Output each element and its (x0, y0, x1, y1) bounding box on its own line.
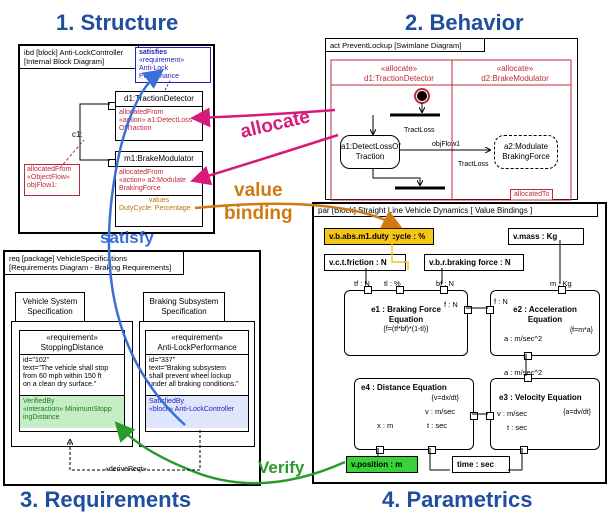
requirements-title: 3. Requirements (20, 487, 192, 512)
satisfies-note: satisfies «requirement» Anti-Lock Perfor… (135, 47, 211, 83)
parametric-diagram: par [Block] Straight Line Vehicle Dynami… (312, 202, 607, 484)
distance-equation[interactable]: e4 : Distance Equation {v=dx/dt} v : m/s… (354, 378, 474, 450)
verify-label: Verify (258, 458, 305, 477)
braking-force-property[interactable]: v.b.r.braking force : N (424, 254, 524, 271)
activity-diagram: act PreventLockup [Swimlane Diagram] «al… (325, 38, 578, 200)
objflow-label: objFlow1 (432, 141, 461, 148)
value-binding-label-2: binding (224, 203, 293, 224)
mass-property[interactable]: v.mass : Kg (508, 228, 584, 245)
traction-loss-signal-2: TractLoss (458, 161, 489, 168)
value-binding-label-1: value (234, 180, 283, 201)
verified-by-compartment: VerifiedBy «interaction» MinimumStopp in… (20, 396, 124, 428)
ibd-header: ibd [block] Anti-LockController [Interna… (24, 48, 124, 66)
brake-port (108, 159, 116, 167)
allocate-label: allocate (238, 106, 313, 143)
traction-port (108, 102, 116, 110)
structure-title: 1. Structure (56, 10, 179, 35)
derive-requirement-label: «deriveReqt» (105, 466, 147, 473)
flow-allocation-note: allocatedFrom «ObjectFlow» objFlow1: (24, 164, 80, 196)
lane2-header: «allocate»d2:BrakeModulator (481, 64, 549, 83)
requirements-diagram: req [package] VehicleSpecifications [Req… (3, 250, 261, 486)
friction-property[interactable]: v.c.t.friction : N (324, 254, 406, 271)
behavior-title: 2. Behavior (405, 10, 524, 35)
position-property[interactable]: v.position : m (346, 456, 418, 473)
lane1-header: «allocate»d1:TractionDetector (364, 64, 434, 83)
duty-cycle-property[interactable]: v.b.abs.m1.duty cycle : % (324, 228, 434, 245)
velocity-equation[interactable]: e3 : Velocity Equation {a=dv/dt} v : m/s… (490, 378, 600, 450)
requirement-anti-lock-performance[interactable]: «requirement» Anti-LockPerformance id="3… (145, 330, 249, 432)
traction-loss-signal: TractLoss (404, 127, 435, 134)
time-property[interactable]: time : sec (452, 456, 510, 473)
ibd-diagram: ibd [block] Anti-LockController [Interna… (18, 44, 215, 234)
connector-label: c1: (72, 130, 83, 139)
activity-header: act PreventLockup [Swimlane Diagram] (330, 41, 462, 50)
parametrics-title: 4. Parametrics (382, 487, 533, 512)
traction-detector-part[interactable]: d1:TractionDetector allocatedFrom «actio… (115, 91, 203, 141)
allocated-to-note: allocatedTo (510, 189, 554, 200)
satisfied-by-compartment: SatisfiedBy «block» Anti-LockController (146, 396, 248, 428)
brake-modulator-part[interactable]: m1:BrakeModulator allocatedFrom «action»… (115, 151, 203, 227)
satisfy-label: satisfy (100, 228, 154, 247)
requirement-stopping-distance[interactable]: «requirement» StoppingDistance id="102" … (19, 330, 125, 432)
